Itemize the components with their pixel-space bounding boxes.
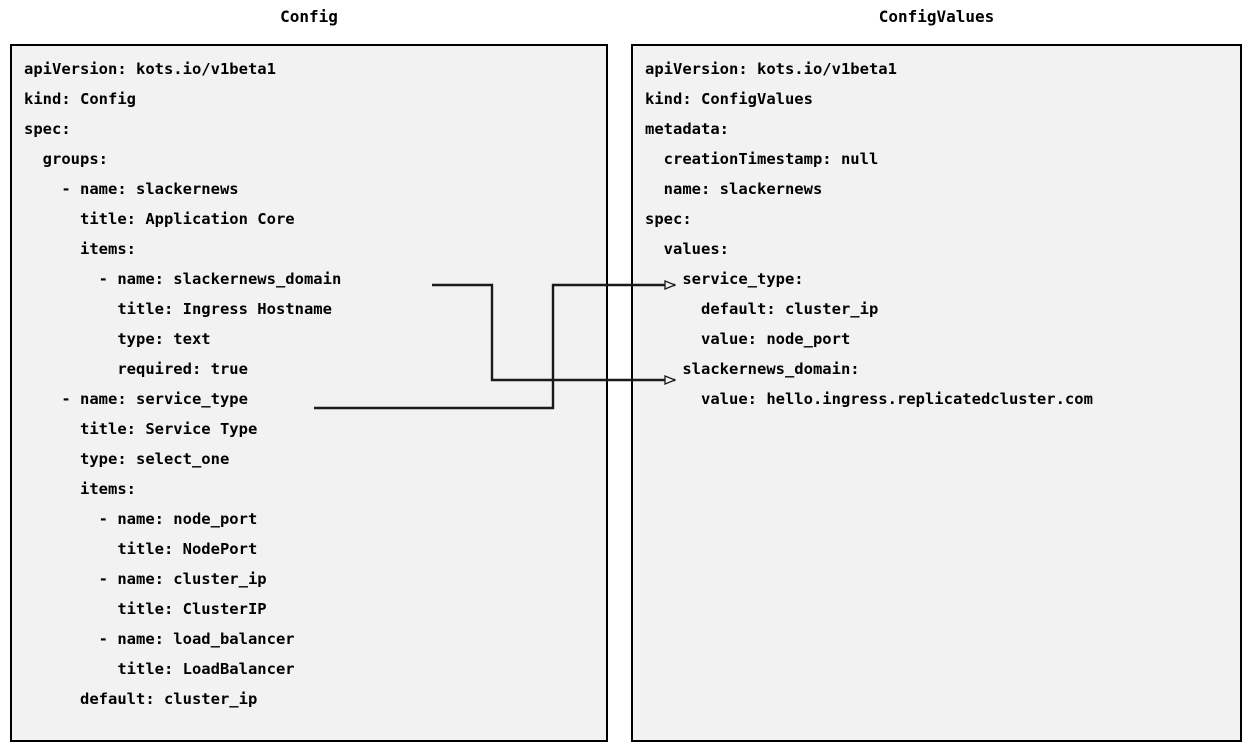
configvalues-yaml-line: values: <box>645 240 729 258</box>
config-yaml-line: title: Service Type <box>24 420 258 438</box>
config-yaml-line: type: text <box>24 330 211 348</box>
config-yaml-line: title: Application Core <box>24 210 295 228</box>
config-yaml-line: items: <box>24 240 136 258</box>
configvalues-yaml-line: value: hello.ingress.replicatedcluster.c… <box>645 390 1093 408</box>
configvalues-yaml-body: apiVersion: kots.io/v1beta1 kind: ConfigV… <box>633 46 1240 414</box>
config-yaml-line: title: ClusterIP <box>24 600 267 618</box>
configvalues-panel-title: ConfigValues <box>878 7 995 26</box>
config-yaml-line: items: <box>24 480 136 498</box>
config-yaml-line: type: select_one <box>24 450 230 468</box>
config-panel-title: Config <box>280 7 338 26</box>
config-yaml-line: required: true <box>24 360 248 378</box>
configvalues-yaml-panel: apiVersion: kots.io/v1beta1 kind: ConfigV… <box>631 44 1242 742</box>
config-yaml-line: title: Ingress Hostname <box>24 300 332 318</box>
configvalues-yaml-line: slackernews_domain: <box>645 360 860 378</box>
config-yaml-line: apiVersion: kots.io/v1beta1 <box>24 60 276 78</box>
config-yaml-line: title: LoadBalancer <box>24 660 295 678</box>
configvalues-yaml-line: spec: <box>645 210 692 228</box>
configvalues-yaml-line: name: slackernews <box>645 180 823 198</box>
config-yaml-line: title: NodePort <box>24 540 258 558</box>
configvalues-yaml-line: kind: ConfigValues <box>645 90 813 108</box>
config-yaml-line: - name: cluster_ip <box>24 570 267 588</box>
config-yaml-line: groups: <box>24 150 108 168</box>
configvalues-yaml-line: apiVersion: kots.io/v1beta1 <box>645 60 897 78</box>
config-yaml-line: default: cluster_ip <box>24 690 258 708</box>
config-yaml-panel: apiVersion: kots.io/v1beta1 kind: Config s… <box>10 44 608 742</box>
config-yaml-body: apiVersion: kots.io/v1beta1 kind: Config s… <box>12 46 606 714</box>
configvalues-yaml-line: creationTimestamp: null <box>645 150 879 168</box>
config-yaml-line: kind: Config <box>24 90 136 108</box>
config-yaml-line: - name: slackernews_domain <box>24 270 342 288</box>
config-yaml-line: - name: service_type <box>24 390 248 408</box>
configvalues-yaml-line: service_type: <box>645 270 804 288</box>
configvalues-yaml-line: metadata: <box>645 120 729 138</box>
config-yaml-line: - name: node_port <box>24 510 258 528</box>
config-yaml-line: - name: slackernews <box>24 180 239 198</box>
configvalues-yaml-line: value: node_port <box>645 330 851 348</box>
config-yaml-line: - name: load_balancer <box>24 630 295 648</box>
configvalues-yaml-line: default: cluster_ip <box>645 300 879 318</box>
config-yaml-line: spec: <box>24 120 71 138</box>
